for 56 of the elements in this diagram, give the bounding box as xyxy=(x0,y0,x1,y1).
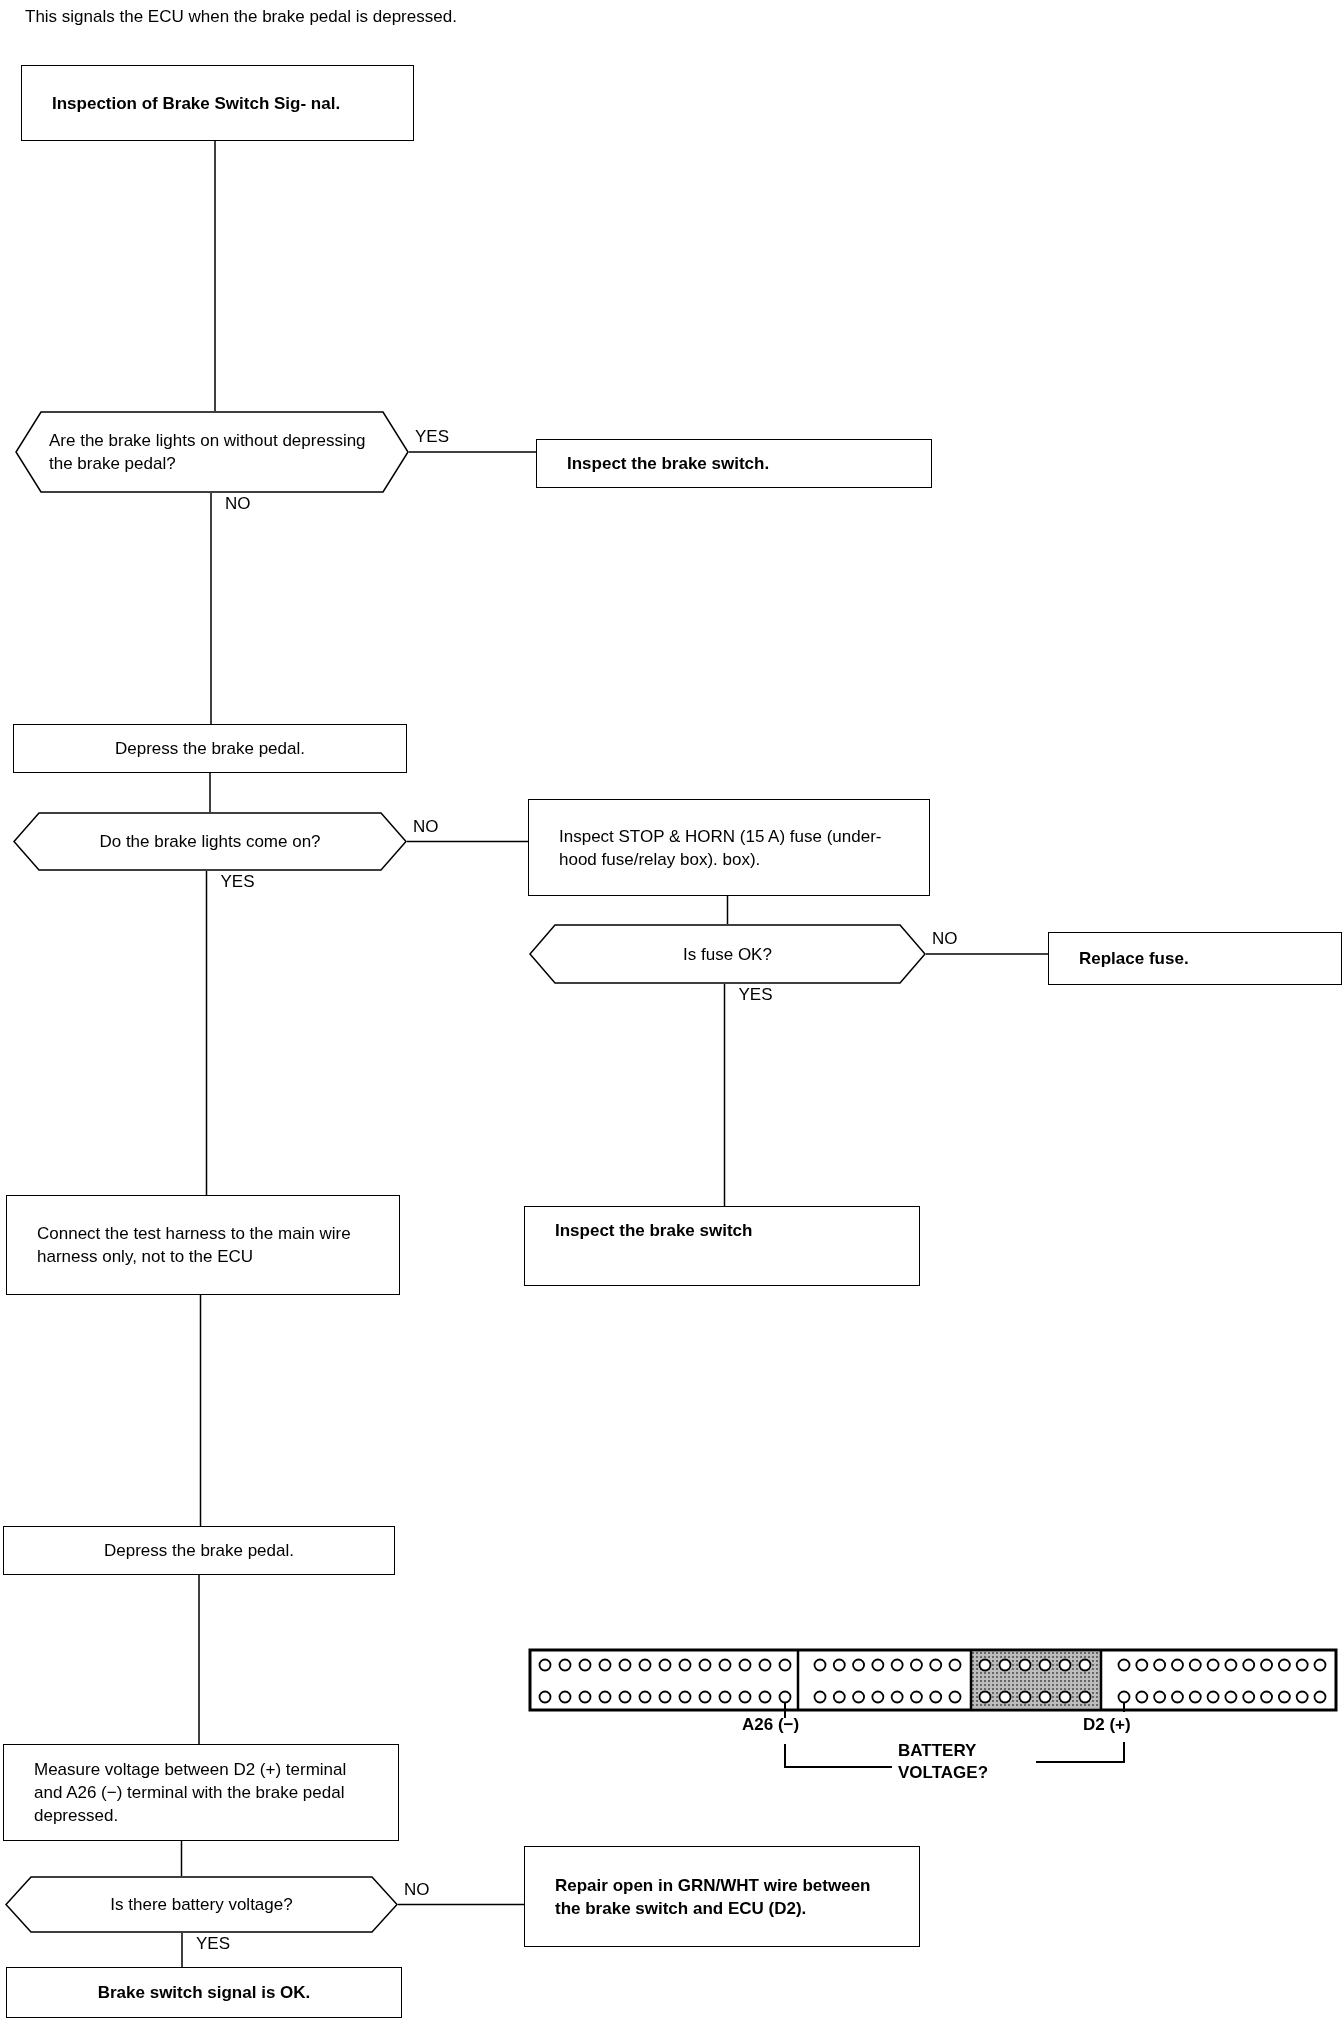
process-box xyxy=(21,65,414,141)
process-box xyxy=(536,439,932,488)
node-text: Measure voltage between D2 (+) terminal and A26 (−) terminal with the brake pedal depressed. xyxy=(34,1759,348,1827)
connector-line xyxy=(198,1574,200,1745)
decision-hexagon xyxy=(15,411,409,493)
connector-line xyxy=(925,953,1049,955)
edge-label: NO xyxy=(402,1880,432,1898)
decision-hexagon xyxy=(5,1876,398,1933)
edge-label: NO xyxy=(411,817,441,835)
process-box xyxy=(3,1744,399,1841)
connector-line xyxy=(180,1840,183,1877)
connector-line xyxy=(210,492,212,725)
node-text: Are the brake lights on without depressing the brake pedal? xyxy=(49,430,367,475)
connector-line xyxy=(397,1903,525,1906)
edge-label: NO xyxy=(223,495,253,512)
node-text: Inspect STOP & HORN (15 A) fuse (under-hood fuse/relay box). box). xyxy=(559,825,883,871)
node-text: Do the brake lights come on? xyxy=(99,831,321,853)
connector-line xyxy=(726,895,729,925)
process-box xyxy=(1048,932,1342,985)
process-box xyxy=(528,799,930,896)
edge-label: YES xyxy=(736,986,775,1003)
node-text: Inspect the brake switch xyxy=(555,1220,753,1242)
process-box xyxy=(6,1195,400,1295)
connector-line xyxy=(723,983,726,1207)
process-box xyxy=(524,1206,920,1286)
connector-line xyxy=(209,772,211,813)
connector-line xyxy=(214,140,216,412)
process-box xyxy=(3,1526,395,1575)
pin-label: A26 (−) xyxy=(742,1716,800,1733)
measurement-label: BATTERY VOLTAGE? xyxy=(898,1740,990,1784)
connector-line xyxy=(205,870,208,1196)
edge-label: YES xyxy=(194,1935,233,1952)
node-text: Is fuse OK? xyxy=(683,943,772,966)
process-box xyxy=(13,724,407,773)
node-text: Connect the test harness to the main wire harness only, not to the ECU xyxy=(37,1223,352,1268)
decision-hexagon xyxy=(13,812,407,871)
edge-label: NO xyxy=(930,930,960,947)
node-text: Is there battery voltage? xyxy=(110,1894,293,1916)
connector-line xyxy=(408,451,537,453)
process-box xyxy=(6,1967,402,2018)
connector-line xyxy=(406,840,529,843)
node-text: Depress the brake pedal. xyxy=(115,738,305,760)
process-box xyxy=(524,1846,920,1947)
intro-text: This signals the ECU when the brake pedal is depressed. xyxy=(25,6,457,28)
node-text: Replace fuse. xyxy=(1079,948,1189,970)
node-text: Inspect the brake switch. xyxy=(567,453,770,475)
node-text: Inspection of Brake Switch Sig- nal. xyxy=(52,92,341,115)
pin-label: D2 (+) xyxy=(1083,1716,1131,1733)
edge-label: YES xyxy=(218,873,257,890)
node-text: Brake switch signal is OK. xyxy=(97,1982,311,2004)
edge-label: YES xyxy=(413,428,452,445)
connector-line xyxy=(199,1294,202,1527)
decision-hexagon xyxy=(529,924,926,984)
node-text: Depress the brake pedal. xyxy=(104,1540,294,1562)
connector-line xyxy=(181,1932,183,1968)
node-text: Repair open in GRN/WHT wire between the brake switch and ECU (D2). xyxy=(555,1874,872,1920)
